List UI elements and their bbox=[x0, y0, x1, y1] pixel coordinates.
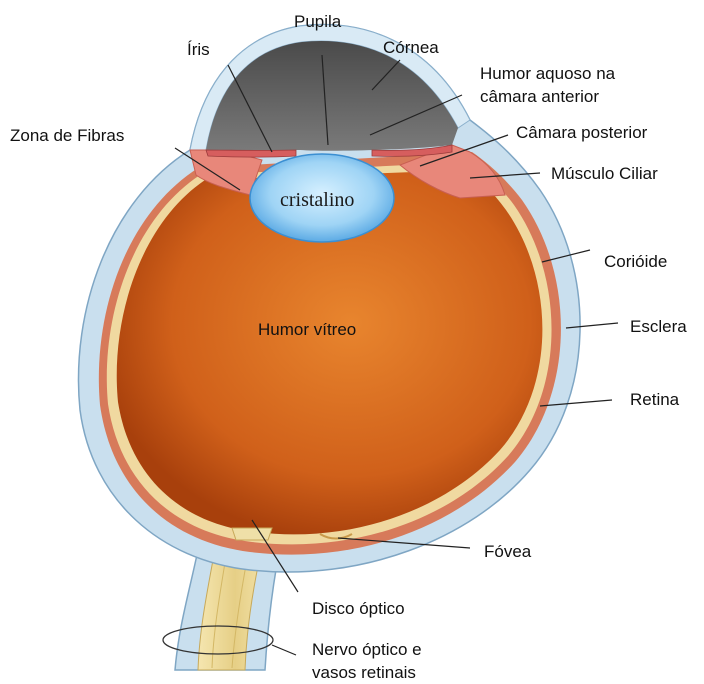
label-pupila: Pupila bbox=[294, 12, 342, 31]
label-cristalino: cristalino bbox=[280, 189, 354, 211]
label-corioide: Corióide bbox=[604, 252, 667, 271]
label-esclera: Esclera bbox=[630, 317, 687, 336]
iris-left bbox=[206, 150, 296, 157]
label-zona-fibras: Zona de Fibras bbox=[10, 126, 124, 145]
label-musculo-ciliar: Músculo Ciliar bbox=[551, 164, 658, 183]
label-camara-posterior: Câmara posterior bbox=[516, 123, 648, 142]
leader-nervo-optico bbox=[272, 645, 296, 655]
label-nervo-optico-line2: vasos retinais bbox=[312, 663, 416, 682]
label-fovea: Fóvea bbox=[484, 542, 532, 561]
label-humor-aquoso-line1: Humor aquoso na bbox=[480, 64, 616, 83]
label-retina: Retina bbox=[630, 390, 680, 409]
label-cornea: Córnea bbox=[383, 38, 439, 57]
label-humor-vitreo: Humor vítreo bbox=[258, 320, 356, 339]
label-iris: Íris bbox=[187, 40, 210, 59]
label-humor-aquoso-line2: câmara anterior bbox=[480, 87, 599, 106]
label-disco-optico: Disco óptico bbox=[312, 599, 405, 618]
label-nervo-optico-line1: Nervo óptico e bbox=[312, 640, 422, 659]
optic-disc bbox=[232, 528, 272, 540]
